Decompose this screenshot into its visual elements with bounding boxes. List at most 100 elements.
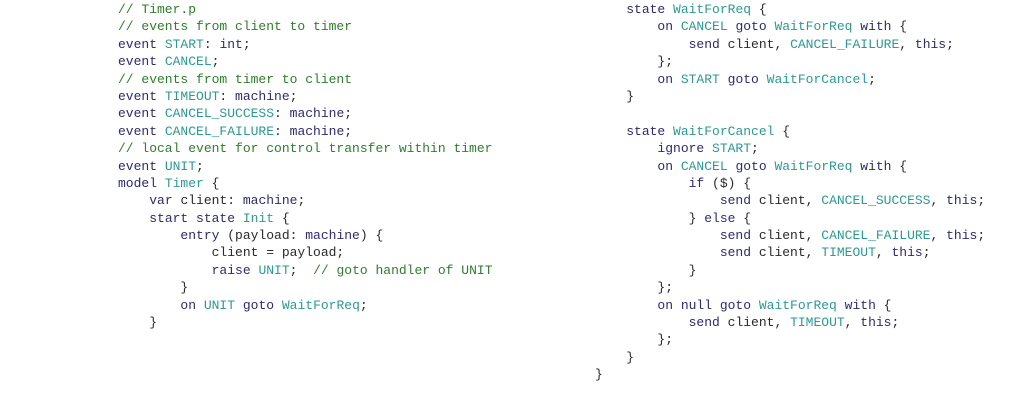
code-text: client,	[758, 193, 822, 209]
identifier-token: START	[712, 141, 752, 157]
code-line: event UNIT;	[118, 158, 493, 175]
code-text: ;	[289, 262, 314, 278]
code-text: }	[595, 262, 697, 278]
identifier-token: UNIT	[164, 158, 197, 174]
keyword-token: with	[852, 19, 892, 35]
keyword-token: machine	[289, 123, 345, 139]
code-line	[595, 105, 985, 122]
identifier-token: WaitForReq	[774, 158, 853, 174]
code-text	[595, 176, 689, 191]
keyword-token: this	[914, 36, 947, 52]
code-listing-left: // Timer.p// events from client to timer…	[118, 1, 493, 331]
code-text: client:	[180, 193, 243, 209]
code-line: event CANCEL;	[118, 53, 493, 70]
code-line: send client, CANCEL_SUCCESS, this;	[595, 192, 985, 209]
identifier-token: CANCEL	[680, 158, 728, 174]
keyword-token: on	[657, 19, 681, 35]
code-text	[595, 245, 720, 260]
keyword-token: with	[852, 158, 892, 174]
identifier-token: UNIT	[258, 262, 290, 278]
identifier-token: TIMEOUT	[790, 315, 845, 331]
code-text: ;	[344, 123, 353, 139]
code-line: }	[118, 314, 493, 331]
code-line: };	[595, 53, 985, 70]
code-text: };	[595, 54, 674, 70]
code-text: ;	[868, 71, 876, 87]
code-line: on START goto WaitForCancel;	[595, 71, 985, 88]
keyword-token: event	[118, 88, 165, 104]
code-text: ;	[977, 228, 986, 244]
keyword-token: machine	[242, 193, 298, 209]
code-line: event CANCEL_FAILURE: machine;	[118, 123, 493, 140]
comment-token: // Timer.p	[118, 2, 197, 17]
keyword-token: else	[704, 210, 736, 226]
code-text: ;	[946, 36, 954, 52]
code-text	[595, 2, 626, 17]
code-line: state WaitForReq {	[595, 1, 985, 18]
keyword-token: goto	[719, 71, 767, 87]
code-line: on UNIT goto WaitForReq;	[118, 297, 493, 314]
comment-token: // events from timer to client	[118, 71, 353, 87]
code-text	[118, 211, 149, 226]
code-text: :	[203, 36, 220, 52]
keyword-token: int	[219, 36, 243, 52]
code-line: } else {	[595, 210, 985, 227]
identifier-token: WaitForReq	[758, 297, 837, 313]
keyword-token: raise	[211, 262, 259, 278]
code-line: // events from timer to client	[118, 71, 493, 88]
code-text: :	[274, 106, 290, 122]
code-text: ) {	[359, 228, 384, 244]
identifier-token: TIMEOUT	[821, 245, 876, 261]
code-text: }	[595, 210, 705, 226]
code-text	[118, 193, 149, 208]
identifier-token: WaitForCancel	[673, 123, 775, 139]
code-text: ;	[977, 193, 986, 209]
code-line: raise UNIT; // goto handler of UNIT	[118, 262, 493, 279]
code-text: {	[774, 123, 791, 139]
code-text: ;	[196, 158, 204, 174]
identifier-token: TIMEOUT	[164, 88, 220, 104]
code-line: ignore START;	[595, 140, 985, 157]
identifier-token: START	[680, 71, 720, 87]
keyword-token: state	[626, 2, 674, 17]
code-line: client = payload;	[118, 244, 493, 261]
keyword-token: on null goto	[657, 297, 759, 313]
keyword-token: ignore	[657, 141, 713, 157]
keyword-token: goto	[727, 158, 775, 174]
identifier-token: WaitForReq	[281, 297, 360, 313]
code-text	[595, 159, 657, 174]
keyword-token: start state	[149, 210, 243, 226]
keyword-token: with	[836, 297, 876, 313]
keyword-token: send	[688, 36, 728, 52]
code-text: ;	[922, 245, 931, 261]
code-text: ,	[930, 193, 947, 209]
keyword-token: on	[180, 297, 204, 313]
code-text	[595, 124, 626, 139]
code-text	[118, 228, 180, 243]
code-text: client,	[758, 228, 822, 244]
code-line: var client: machine;	[118, 192, 493, 209]
identifier-token: CANCEL_SUCCESS	[164, 106, 275, 122]
keyword-token: this	[860, 315, 892, 331]
code-text	[595, 37, 689, 52]
code-text	[595, 19, 657, 34]
comment-token: // goto handler of UNIT	[313, 262, 493, 278]
code-text	[595, 298, 657, 313]
keyword-token: event	[118, 158, 165, 174]
code-line: send client, CANCEL_FAILURE, this;	[595, 227, 985, 244]
identifier-token: CANCEL_SUCCESS	[821, 193, 931, 209]
identifier-token: Init	[242, 210, 275, 226]
code-line: start state Init {	[118, 210, 493, 227]
code-text: {	[203, 175, 220, 191]
code-text	[595, 193, 720, 208]
comment-token: // local event for control transfer with…	[118, 141, 493, 157]
code-line: // local event for control transfer with…	[118, 140, 493, 157]
code-line: }	[595, 262, 985, 279]
code-text: (payload:	[227, 228, 306, 244]
identifier-token: WaitForCancel	[766, 71, 869, 87]
code-text: {	[751, 2, 767, 17]
keyword-token: model	[118, 175, 165, 191]
code-text: ;	[242, 36, 251, 52]
code-text	[118, 298, 180, 313]
keyword-token: event	[118, 54, 165, 70]
